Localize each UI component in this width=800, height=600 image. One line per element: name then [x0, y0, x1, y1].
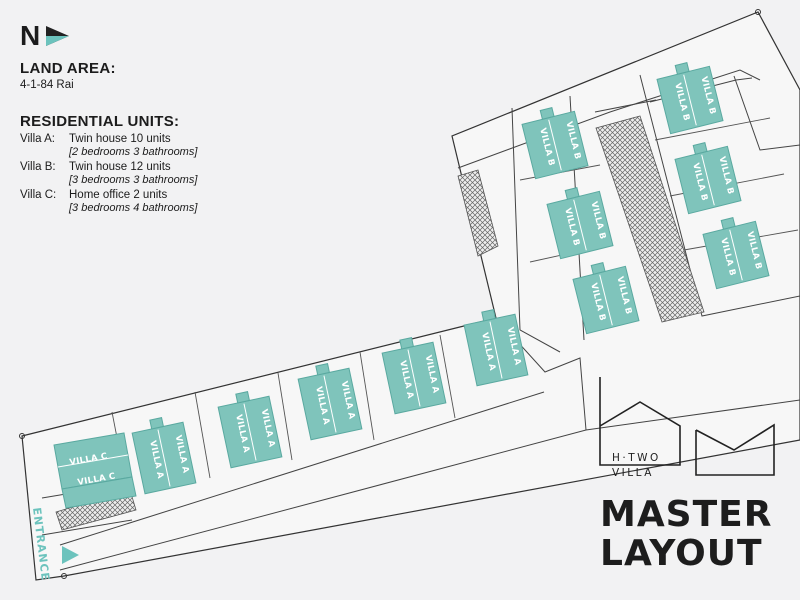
unit-text: Twin house 12 units	[69, 161, 171, 173]
unit-list: Villa A: Twin house 10 units [2 bedrooms…	[20, 133, 280, 214]
title-line2: LAYOUT	[600, 533, 763, 574]
unit-item: Villa B: Twin house 12 units [3 bedrooms…	[20, 161, 280, 186]
residential-units-title: RESIDENTIAL UNITS:	[20, 113, 180, 130]
unit-item: Villa C: Home office 2 units [3 bedrooms…	[20, 189, 280, 214]
hatched-area	[595, 115, 705, 323]
unit-item: Villa A: Twin house 10 units [2 bedrooms…	[20, 133, 280, 158]
unit-label: Villa B:	[20, 161, 56, 173]
unit-label: Villa C:	[20, 189, 57, 201]
unit-note: [3 bedrooms 3 bathrooms]	[69, 174, 198, 186]
unit-text: Home office 2 units	[69, 189, 168, 201]
unit-label: Villa A:	[20, 133, 55, 145]
title-block: MASTER LAYOUT	[600, 495, 772, 573]
brand-name-line1: H·TWO	[612, 452, 661, 464]
unit-note: [2 bedrooms 3 bathrooms]	[69, 146, 198, 158]
north-indicator: N	[20, 22, 280, 50]
road-lines	[41, 69, 800, 571]
entrance-arrow-icon	[62, 546, 79, 564]
title-line1: MASTER	[600, 494, 773, 535]
north-letter: N	[20, 20, 42, 51]
villa-c-building: VILLA C VILLA C	[53, 432, 137, 509]
brand-name-line2: VILLA	[612, 467, 654, 479]
unit-note: [3 bedrooms 4 bathrooms]	[69, 202, 198, 214]
land-area-title: LAND AREA:	[20, 60, 116, 77]
unit-text: Twin house 10 units	[69, 133, 171, 145]
hatched-area	[457, 169, 499, 257]
north-arrow-icon	[46, 26, 70, 46]
land-area-value: 4-1-84 Rai	[20, 79, 74, 91]
brand-logo	[599, 377, 775, 476]
info-panel: N LAND AREA: 4-1-84 Rai RESIDENTIAL UNIT…	[20, 22, 280, 215]
